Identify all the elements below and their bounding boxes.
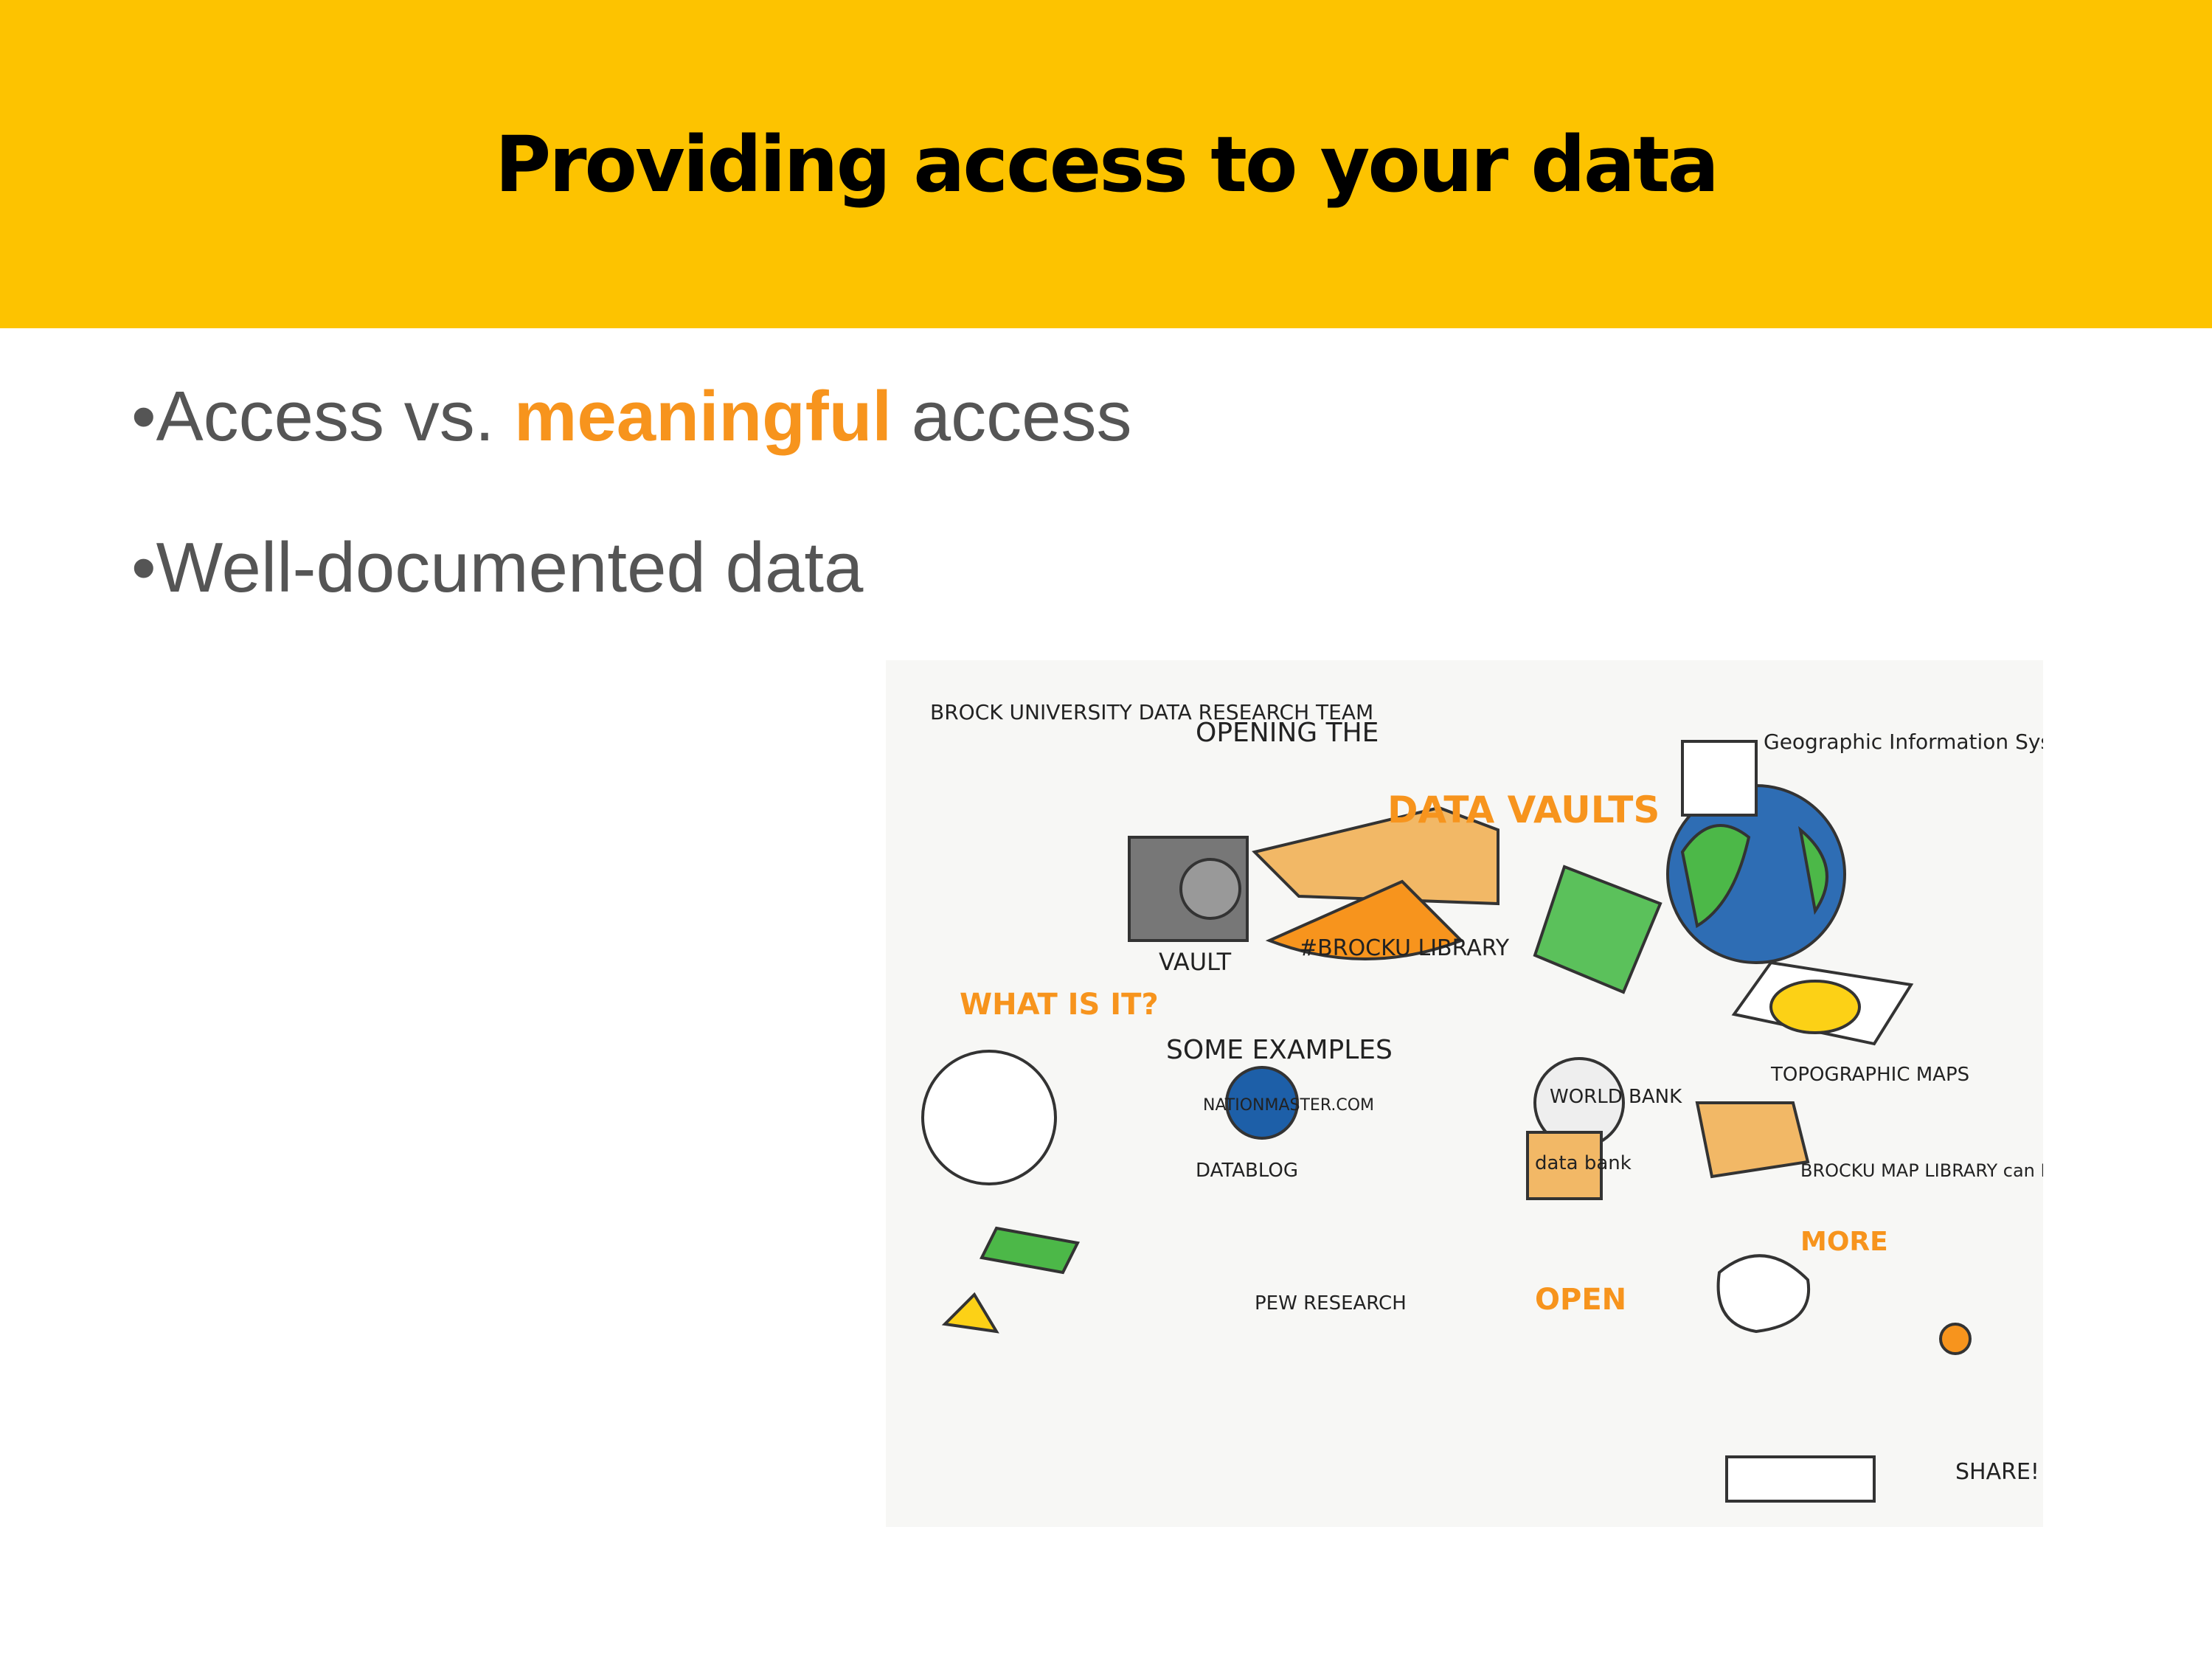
slide-header: Providing access to your data [0, 0, 2212, 328]
label-pew: PEW RESEARCH [1255, 1292, 1407, 1315]
nationmaster-globe [1225, 1066, 1299, 1140]
bullet-meaningful-access: •Access vs. meaningful access [131, 376, 1132, 457]
label-databank: data bank [1535, 1152, 1632, 1174]
label-library: #BROCKU LIBRARY [1299, 935, 1510, 961]
label-what: WHAT IS IT? [960, 988, 1159, 1022]
label-open: OPEN [1535, 1283, 1626, 1317]
sketchnote-drawing: BROCK UNIVERSITY DATA RESEARCH TEAM OPEN… [921, 700, 2103, 1503]
label-share: SHARE! [1955, 1459, 2039, 1485]
label-opening: OPENING THE [1196, 718, 1379, 748]
label-examples: SOME EXAMPLES [1166, 1035, 1393, 1065]
label-nationmaster: NATIONMASTER.COM [1203, 1096, 1374, 1115]
label-datablog: DATABLOG [1196, 1160, 1298, 1182]
label-topo: TOPOGRAPHIC MAPS [1770, 1064, 1969, 1086]
slide-title: Providing access to your data [495, 119, 1719, 209]
label-team: BROCK UNIVERSITY DATA RESEARCH TEAM [930, 700, 1373, 724]
label-more: MORE [1800, 1227, 1888, 1257]
label-gis: Geographic Information Systems [1764, 730, 2043, 754]
sketchnote-illustration: BROCK UNIVERSITY DATA RESEARCH TEAM OPEN… [886, 660, 2103, 1527]
label-help: BROCKU MAP LIBRARY can HELP [1800, 1160, 2043, 1181]
label-worldbank: WORLD BANK [1550, 1086, 1682, 1108]
bullet-well-documented: •Well-documented data [131, 528, 864, 607]
label-vault: VAULT [1159, 948, 1232, 976]
highlight-word: meaningful [514, 377, 892, 456]
bullet-text: access [892, 377, 1132, 456]
bullet-text: •Access vs. [131, 377, 515, 456]
label-vaults: DATA VAULTS [1387, 789, 1660, 831]
folder-icon [1252, 806, 1499, 906]
